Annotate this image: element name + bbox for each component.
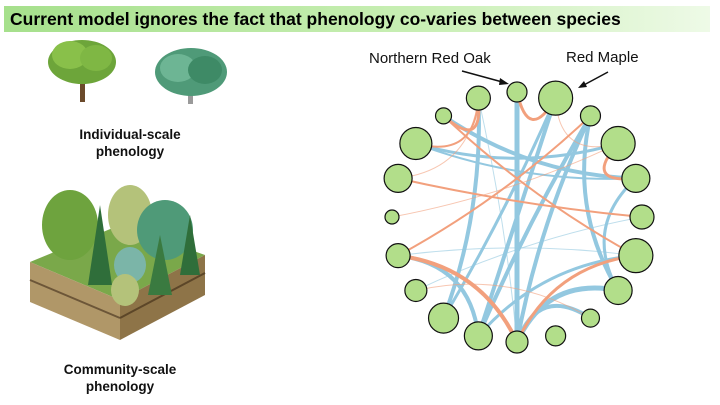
species-node bbox=[579, 105, 602, 127]
negative-covariance-edge bbox=[397, 177, 643, 218]
positive-covariance-edge bbox=[476, 114, 593, 337]
negative-covariance-edge bbox=[398, 98, 479, 179]
maple-arrowhead bbox=[578, 81, 587, 88]
individual-tree-icon bbox=[48, 40, 116, 102]
species-node bbox=[618, 238, 654, 274]
species-node bbox=[506, 81, 528, 103]
positive-covariance-edge bbox=[602, 177, 637, 292]
negative-covariance-edge bbox=[391, 143, 619, 218]
species-node bbox=[545, 325, 567, 347]
red-maple-label: Red Maple bbox=[566, 49, 639, 66]
positive-covariance-edge bbox=[476, 97, 558, 337]
species-node bbox=[603, 275, 633, 306]
species-node bbox=[621, 163, 651, 193]
negative-covariance-edge bbox=[397, 253, 519, 343]
species-node bbox=[465, 85, 491, 111]
positive-covariance-edge bbox=[582, 115, 620, 292]
species-node bbox=[629, 204, 655, 230]
species-node bbox=[434, 107, 453, 125]
species-node bbox=[427, 302, 460, 334]
negative-covariance-edge bbox=[442, 115, 637, 257]
species-node bbox=[383, 163, 413, 193]
negative-covariance-edge bbox=[515, 254, 637, 343]
species-node bbox=[505, 330, 529, 354]
oak-arrowhead bbox=[499, 78, 509, 85]
species-node bbox=[538, 80, 574, 116]
forest-block-icon bbox=[29, 185, 206, 340]
negative-covariance-edge bbox=[415, 283, 591, 319]
individual-tree-icon bbox=[155, 48, 227, 104]
individual-scale-label: Individual-scale phenology bbox=[79, 127, 181, 159]
positive-covariance-edge bbox=[442, 97, 558, 319]
species-node bbox=[399, 126, 433, 161]
species-node bbox=[404, 278, 428, 303]
species-node bbox=[385, 243, 411, 269]
maple-arrow bbox=[581, 71, 609, 87]
positive-covariance-edge bbox=[415, 216, 643, 291]
slide-title: Current model ignores the fact that phen… bbox=[4, 6, 710, 32]
species-node bbox=[463, 321, 493, 351]
species-node bbox=[580, 308, 601, 328]
community-scale-label: Community-scale phenology bbox=[63, 362, 177, 394]
species-node bbox=[384, 209, 400, 225]
positive-covariance-edge bbox=[415, 142, 619, 160]
species-node bbox=[600, 125, 636, 162]
positive-covariance-edge bbox=[477, 98, 518, 343]
northern-red-oak-label: Northern Red Oak bbox=[369, 50, 491, 67]
oak-arrow bbox=[461, 70, 507, 84]
